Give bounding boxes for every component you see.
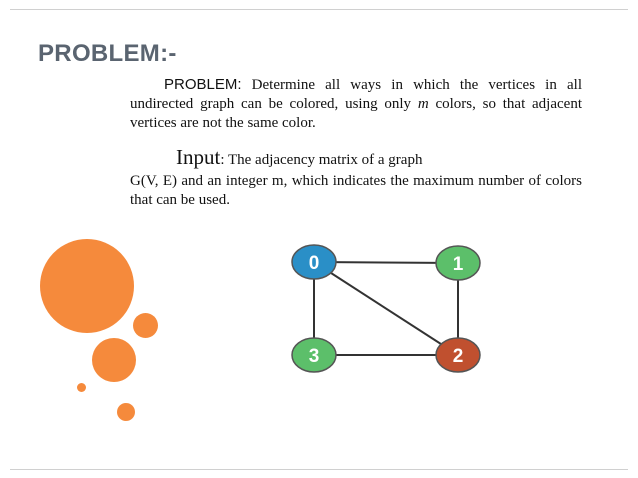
decor-circle-small-bottom	[117, 403, 135, 421]
node-3-label: 3	[309, 346, 320, 367]
node-1-label: 1	[453, 254, 464, 275]
node-1-shape	[435, 245, 481, 281]
graph-node-2: 2	[435, 337, 481, 373]
input-text-a: : The adjacency matrix of a graph	[220, 152, 423, 168]
problem-text-b: colors, so that adjacent vertices are no…	[130, 96, 582, 131]
edge-0-1	[313, 261, 459, 264]
problem-m: m	[417, 96, 429, 112]
decor-circle-small-right	[133, 313, 158, 338]
node-0-label: 0	[309, 253, 320, 274]
bottom-divider	[10, 469, 628, 470]
problem-text-a: Determine all ways in which the vertices…	[130, 77, 582, 112]
node-0-shape	[291, 244, 337, 280]
decor-circle-medium	[92, 338, 136, 382]
problem-paragraph: PROBLEM: Determine all ways in which the…	[130, 75, 582, 133]
graph-node-1: 1	[435, 245, 481, 281]
graph-diagram: 0 1 3 2	[291, 244, 481, 373]
node-2-shape	[435, 337, 481, 373]
graph-node-0: 0	[291, 244, 337, 280]
top-divider	[10, 9, 628, 10]
decor-circle-large	[40, 239, 134, 333]
input-label: Input	[176, 145, 221, 169]
graph-edges	[313, 261, 459, 356]
graph-node-3: 3	[291, 337, 337, 373]
slide-title: PROBLEM:-	[38, 40, 177, 67]
edge-0-2	[313, 261, 459, 356]
node-3-shape	[291, 337, 337, 373]
node-2-label: 2	[453, 346, 464, 367]
problem-label: PROBLEM:	[164, 76, 242, 93]
input-paragraph: G(V, E) and an integer m, which indicate…	[130, 173, 582, 208]
input-line: Input: The adjacency matrix of a graph	[176, 145, 422, 170]
decor-circle-dot	[77, 383, 86, 392]
